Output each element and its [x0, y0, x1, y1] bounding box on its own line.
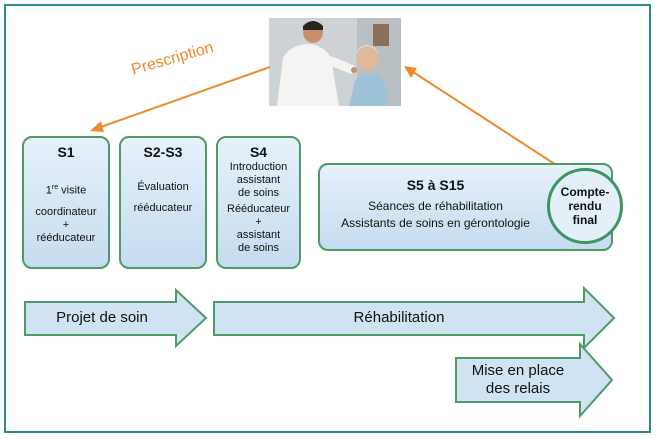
relais-label: Mise en place des relais — [456, 362, 580, 398]
step-s5-s15-assistants: Assistants de soins en gérontologie — [341, 216, 530, 230]
step-s4-intro: Introduction — [229, 161, 288, 173]
step-s4: S4 Introduction assistant de soins Réédu… — [216, 136, 301, 269]
prescription-arrow — [97, 66, 271, 129]
step-s1-coordinator: coordinateur — [35, 205, 97, 218]
step-s4-de-soins: de soins — [238, 187, 279, 199]
final-report-line1: Compte- — [560, 185, 610, 199]
step-s4-reeducator: Rééducateur — [227, 203, 290, 215]
projet-soin-label: Projet de soin — [56, 309, 148, 326]
projet-soin-arrow — [24, 287, 208, 349]
relais-label-line2: des relais — [485, 380, 551, 397]
step-s5-s15-title: S5 à S15 — [406, 177, 465, 193]
step-s1-title: S1 — [57, 144, 75, 160]
step-s1-reeducator: rééducateur — [36, 231, 96, 244]
step-s4-assistant: assistant — [236, 174, 281, 186]
step-s4-plus: + — [255, 216, 262, 228]
step-s2-s3-reeducator: rééducateur — [133, 202, 193, 214]
step-s4-assistant-2: assistant — [236, 229, 281, 241]
step-s4-title: S4 — [249, 144, 268, 160]
final-report-line2: rendu — [568, 199, 602, 213]
step-s2-s3-title: S2-S3 — [143, 144, 183, 160]
rehabilitation-arrow — [213, 285, 616, 351]
step-s1-plus: + — [62, 218, 70, 231]
relais-label-line1: Mise en place — [471, 362, 565, 379]
final-report-line3: final — [572, 213, 598, 227]
doctor-patient-photo — [269, 18, 401, 106]
step-s5-s15-sessions: Séances de réhabilitation — [368, 199, 503, 213]
prescription-arrowhead — [90, 121, 104, 132]
final-report-circle: Compte- rendu final — [547, 168, 623, 244]
rehabilitation-label: Réhabilitation — [353, 309, 445, 326]
step-s2-s3-evaluation: Évaluation — [137, 181, 189, 193]
report-arrow — [409, 69, 571, 175]
step-s2-s3: S2-S3 Évaluation rééducateur — [119, 136, 207, 269]
relais-arrow — [455, 341, 614, 419]
step-s1-visit: 1re visite — [45, 184, 87, 197]
step-s4-de-soins-2: de soins — [238, 242, 279, 254]
report-arrowhead — [404, 66, 417, 78]
step-s1: S1 1re visite coordinateur + rééducateur — [22, 136, 110, 269]
